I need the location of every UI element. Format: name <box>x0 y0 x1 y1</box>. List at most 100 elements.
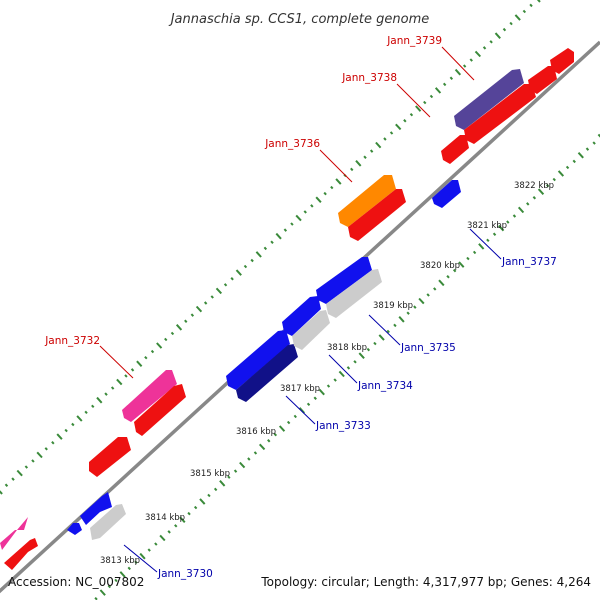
ring-dot <box>532 196 537 200</box>
ring-dot <box>438 279 445 287</box>
ring-dot <box>449 76 454 80</box>
ring-dot <box>250 258 254 263</box>
ring-dot <box>557 170 565 177</box>
gene-red-3739-b[interactable] <box>550 48 574 74</box>
label-jann-3730[interactable]: Jann_3730 <box>157 568 213 580</box>
gene-gray-3730[interactable] <box>90 504 126 540</box>
label-jann-3739[interactable]: Jann_3739 <box>386 35 442 47</box>
ring-dot <box>150 349 155 354</box>
ring-dot <box>597 133 600 138</box>
ring-dot <box>458 261 465 268</box>
gene-blue-3735a[interactable] <box>282 296 321 336</box>
leader-jann-3736 <box>319 149 353 183</box>
ring-dot <box>219 480 226 487</box>
gene-blue-3730[interactable] <box>80 492 112 525</box>
label-jann-3734[interactable]: Jann_3734 <box>357 380 413 392</box>
label-jann-3736[interactable]: Jann_3736 <box>264 138 320 150</box>
ring-dot <box>482 46 487 50</box>
label-jann-3732[interactable]: Jann_3732 <box>44 335 100 347</box>
leader-jann-3739 <box>441 46 475 81</box>
gene-blue-3734[interactable] <box>226 330 290 390</box>
gene-red-3732[interactable] <box>134 384 186 436</box>
gene-navy-3733[interactable] <box>236 344 298 402</box>
leader-jann-3734 <box>328 354 358 384</box>
ring-dot <box>147 548 151 552</box>
ring-dot <box>313 396 317 400</box>
ring-dot <box>462 64 467 68</box>
ring-dot <box>275 232 282 240</box>
tick-label: 3816 kbp <box>236 427 276 437</box>
ring-dot <box>323 191 327 196</box>
ring-dot <box>406 311 410 315</box>
ring-dot <box>333 378 337 382</box>
ring-dot <box>403 119 407 123</box>
tick-label: 3815 kbp <box>190 469 230 479</box>
gene-orange-3736[interactable] <box>338 175 396 227</box>
ring-dot <box>426 293 430 297</box>
ring-dot <box>199 498 206 505</box>
gene-blue-small-3730[interactable] <box>67 523 82 535</box>
ring-dot <box>395 123 402 131</box>
ring-dot <box>159 534 166 542</box>
ring-dot <box>529 3 533 8</box>
ring-dot <box>96 396 103 404</box>
ring-dot <box>44 447 48 451</box>
gene-gray-3735b[interactable] <box>326 269 382 318</box>
ring-dot <box>418 297 425 305</box>
gene-red-3739-a[interactable] <box>528 66 557 94</box>
ring-dot <box>99 589 106 596</box>
ring-dot <box>104 392 108 396</box>
leader-jann-3730 <box>123 544 158 573</box>
ring-dot <box>4 483 9 487</box>
ring-dot <box>409 113 414 117</box>
gene-pink-upper-left[interactable] <box>0 517 28 550</box>
ring-dot <box>127 566 131 571</box>
ring-dot <box>51 441 55 445</box>
ring-dot <box>195 305 203 313</box>
label-leaders <box>99 46 502 573</box>
ring-dot <box>478 243 485 250</box>
ring-dot <box>295 214 302 222</box>
ring-dot <box>0 490 3 495</box>
ring-dot <box>144 356 148 360</box>
ring-dot <box>572 159 576 164</box>
ring-dot <box>366 347 371 352</box>
gene-red-3738-small[interactable] <box>441 135 469 164</box>
gene-purple-3739[interactable] <box>454 69 524 130</box>
ring-dot <box>498 224 505 232</box>
ring-dot <box>506 220 510 224</box>
ring-dot <box>303 210 307 214</box>
label-jann-3737[interactable]: Jann_3737 <box>501 256 557 268</box>
tick-label: 3818 kbp <box>327 343 367 353</box>
ring-dot <box>223 283 228 287</box>
gene-red-mid-left[interactable] <box>89 437 131 477</box>
ring-dot <box>253 451 258 455</box>
ring-dot <box>107 584 112 589</box>
ring-dot <box>466 256 470 261</box>
label-jann-3733[interactable]: Jann_3733 <box>315 420 371 432</box>
ring-dot <box>76 415 83 422</box>
gene-red-3738[interactable] <box>464 84 536 144</box>
ring-dot <box>290 222 294 226</box>
gene-blue-3737[interactable] <box>432 180 461 208</box>
gene-red-lower-left[interactable] <box>4 538 38 570</box>
ring-dot <box>413 305 417 309</box>
ring-dot <box>423 100 427 105</box>
ring-dot <box>255 251 262 258</box>
gene-pink-3732[interactable] <box>122 370 177 422</box>
tick-label: 3814 kbp <box>145 513 185 523</box>
label-jann-3738[interactable]: Jann_3738 <box>341 72 397 84</box>
gene-features <box>0 48 574 570</box>
ring-dot <box>512 214 517 218</box>
leader-jann-3735 <box>368 314 401 346</box>
ring-dot <box>353 360 357 364</box>
gene-red-3736[interactable] <box>348 189 406 241</box>
label-jann-3735[interactable]: Jann_3735 <box>400 342 456 354</box>
ring-dot <box>398 316 405 323</box>
gene-blue-3735b[interactable] <box>316 257 372 304</box>
ring-dot <box>350 167 354 172</box>
ring-dot <box>174 524 178 528</box>
gene-gray-3735[interactable] <box>292 310 330 350</box>
gene-labels: Jann_3739 Jann_3738 Jann_3736 Jann_3732 … <box>44 35 557 580</box>
